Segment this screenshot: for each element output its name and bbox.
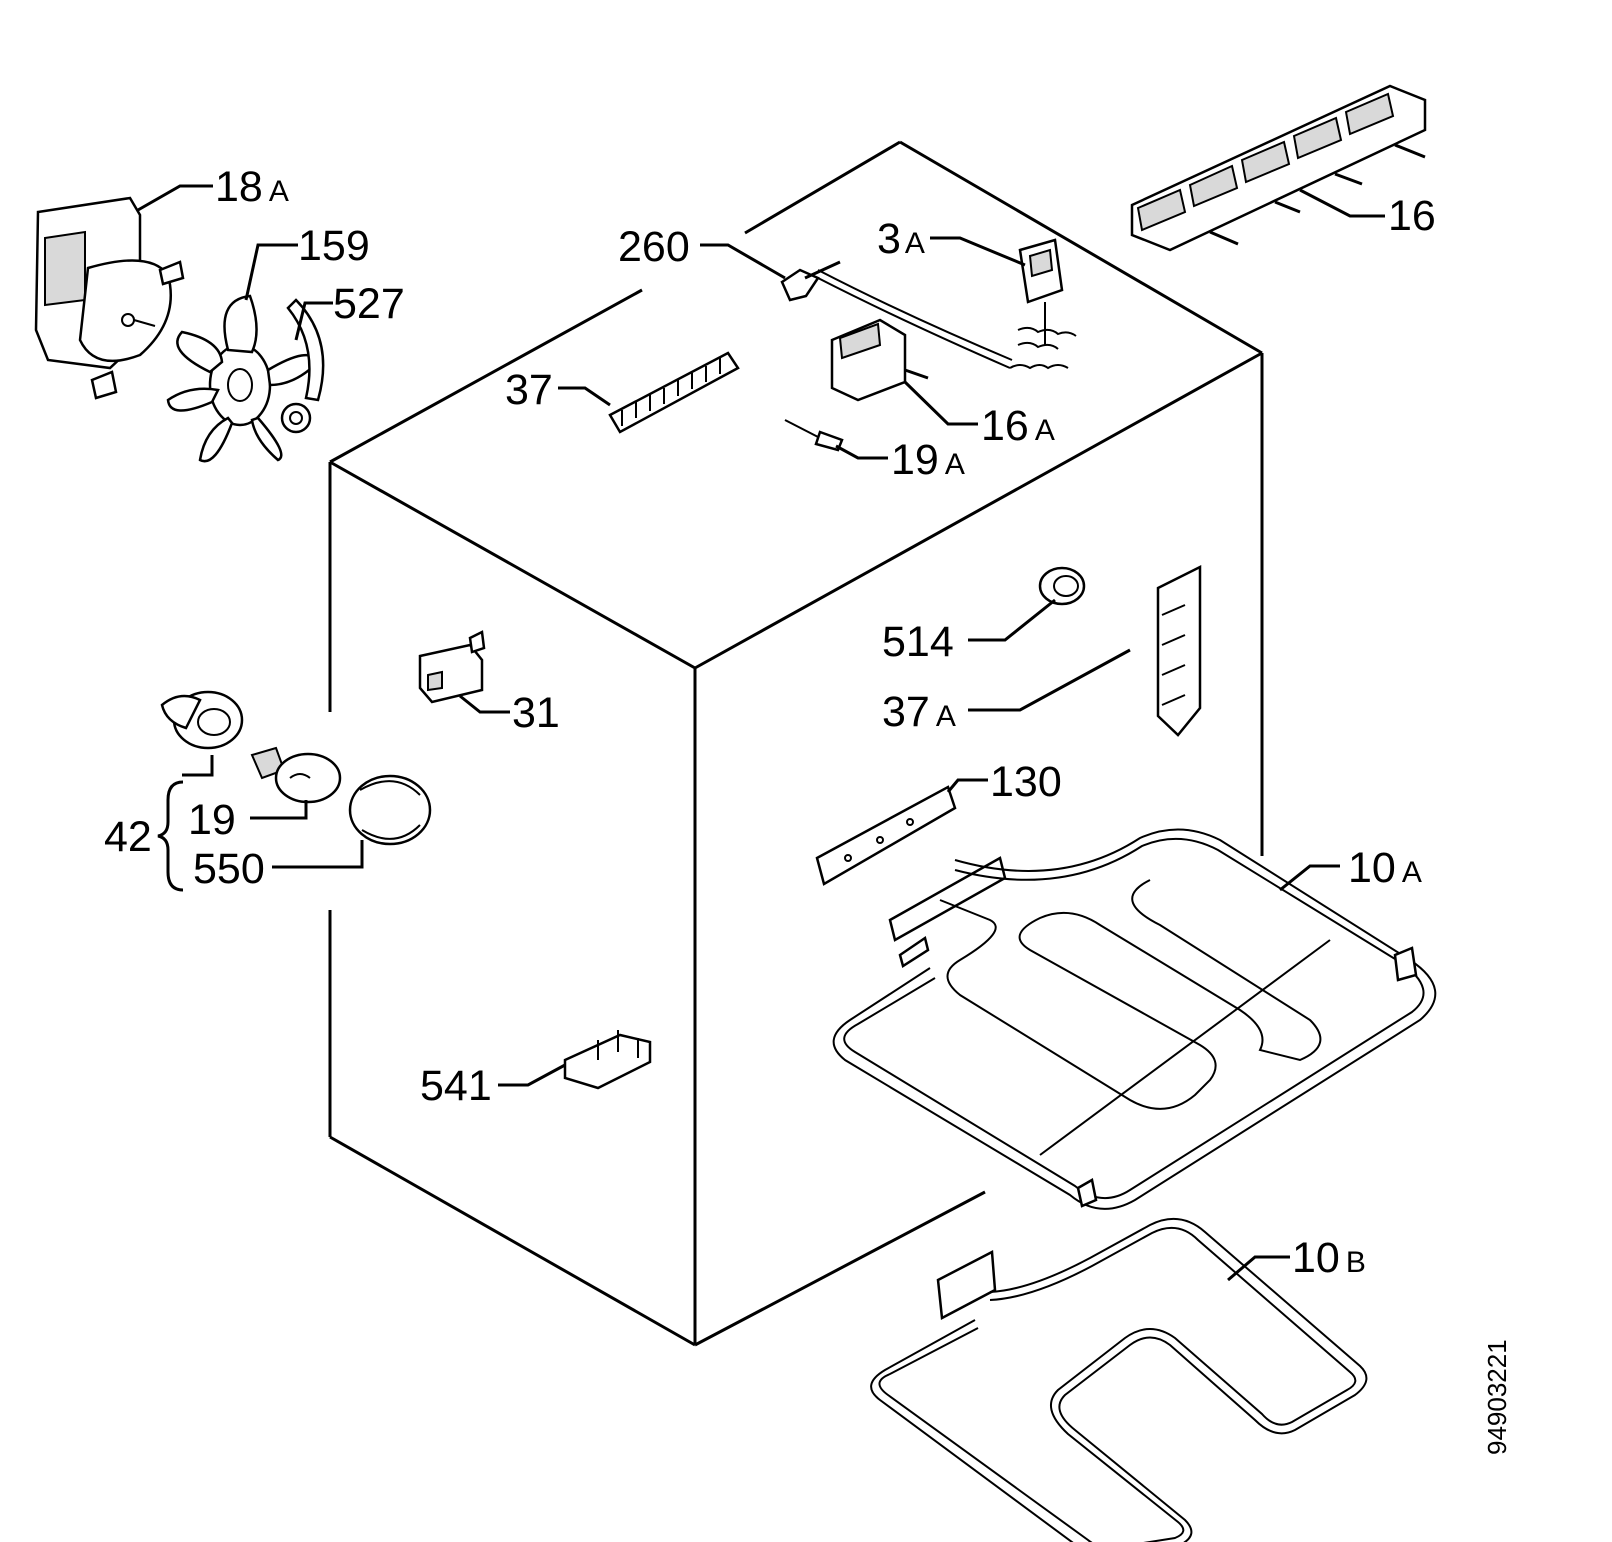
sensor-part [784, 419, 844, 452]
terminal-strip-part [608, 351, 740, 434]
label-541: 541 [420, 1062, 492, 1110]
leader-lines [137, 184, 1385, 1282]
lamp-bulb-part [250, 746, 342, 804]
document-number: 94903221 [1482, 1339, 1512, 1455]
fan-blade-part [166, 294, 320, 463]
selector-switch-block-part [1130, 84, 1427, 252]
lamp-holder-part [160, 690, 244, 750]
element-bracket-part [815, 785, 957, 886]
lamp-cover-part [348, 774, 432, 846]
probe-and-thermostat-part [780, 238, 1077, 370]
label-130: 130 [990, 758, 1062, 806]
label-550: 550 [193, 845, 265, 893]
label-260: 260 [618, 223, 690, 271]
rotary-switch-part [830, 318, 929, 402]
fan-motor-part [34, 196, 185, 400]
label-514: 514 [882, 618, 954, 666]
oven-cabinet [328, 140, 1264, 1347]
label-16: 16 [1388, 192, 1436, 240]
grill-element-part [832, 828, 1437, 1210]
connector-part [563, 1030, 652, 1090]
base-element-part [870, 1217, 1368, 1542]
label-19: 19 [188, 796, 236, 844]
label-159: 159 [298, 222, 370, 270]
label-31: 31 [512, 689, 560, 737]
grommet-part [1038, 566, 1086, 606]
group-bracket [157, 780, 184, 892]
label-37: 37 [505, 366, 553, 414]
terminal-block-part [1156, 564, 1202, 737]
label-42: 42 [104, 813, 152, 861]
label-527: 527 [333, 280, 405, 328]
door-switch-part [418, 630, 486, 704]
